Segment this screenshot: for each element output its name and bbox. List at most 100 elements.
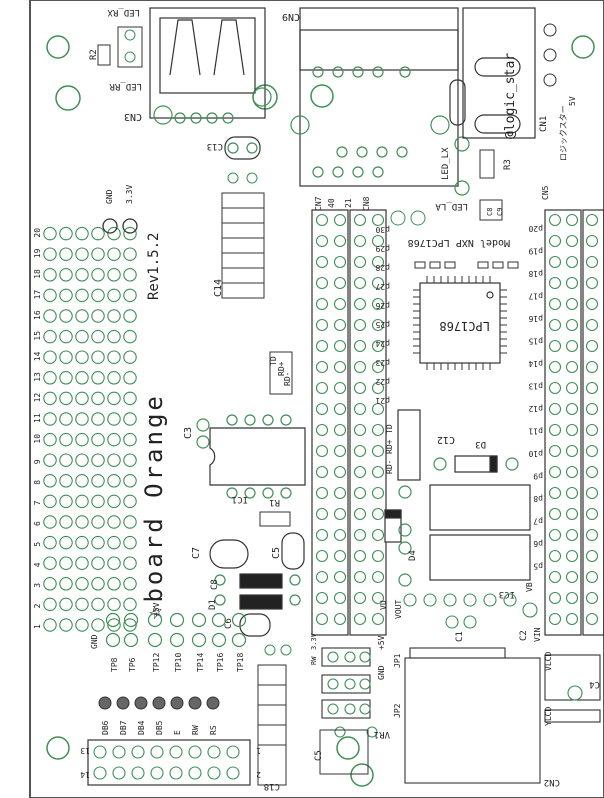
mbed-pad [585, 528, 599, 542]
mbed-pad [565, 549, 579, 563]
d4-label: D4 [408, 550, 418, 561]
led-rx-block [97, 26, 143, 68]
mbed-pad [585, 465, 599, 479]
mbed-pad [353, 507, 367, 521]
proto-pad [123, 474, 137, 488]
proto-pad [91, 618, 105, 632]
tp-label: TP10 [174, 653, 183, 672]
proto-pad [107, 350, 121, 364]
proto-row-number: 19 [33, 248, 42, 258]
proto-pad [43, 535, 57, 550]
mbed-pad [548, 276, 562, 290]
mbed-pad [315, 507, 329, 521]
proto-pad [123, 597, 137, 612]
power-block-bottom [321, 647, 601, 784]
c5-bottom [319, 729, 369, 775]
proto-pad [59, 412, 73, 426]
lcd-pad [188, 766, 202, 780]
mbed-pad [565, 465, 579, 479]
proto-pad [91, 515, 105, 529]
mbed-pad [548, 612, 562, 626]
mbed-pad [353, 486, 367, 500]
gnd-label: GND [105, 189, 114, 204]
proto-pad [91, 288, 105, 303]
mbed-pad [315, 486, 329, 500]
proto-pad [75, 577, 89, 591]
tp-pad-upper [105, 612, 121, 628]
mbed-pad [565, 444, 579, 458]
proto-pad [107, 597, 121, 612]
proto-pad [43, 494, 57, 509]
mbed-pad [315, 339, 329, 353]
proto-pad [107, 268, 121, 282]
proto-pad [123, 268, 137, 282]
proto-pad [43, 597, 57, 612]
proto-row-number: 5 [33, 542, 42, 547]
mbed-pad [315, 549, 329, 563]
mbed-pad [548, 255, 562, 269]
c3-label: C3 [183, 427, 194, 439]
proto-pad [75, 597, 89, 612]
mbed-pin-label: p10 [528, 449, 543, 458]
tp-pad [147, 632, 163, 648]
lcd-pin-label: DB7 [119, 720, 128, 735]
proto-pad [123, 329, 137, 344]
mbed-pad [548, 507, 562, 521]
vin-label: VIN [533, 627, 542, 642]
mbed-pad [315, 591, 329, 605]
mbed-pad [353, 591, 367, 605]
mbed-pad [548, 528, 562, 542]
c13-label: C13 [207, 141, 223, 151]
serial2-td: TD [385, 424, 394, 434]
mbed-pad [353, 213, 367, 227]
proto-pad [75, 371, 89, 385]
lcd-pad [169, 766, 183, 780]
mounting-hole-bl [46, 736, 70, 760]
proto-pad [123, 288, 137, 303]
proto-pad [75, 350, 89, 364]
power-jack-cn1 [449, 7, 536, 139]
mbed-pin-label: p20 [528, 224, 543, 233]
c1-label: C1 [455, 631, 465, 642]
mbed-pad [565, 234, 579, 248]
mbed-pad [565, 591, 579, 605]
tp-label: TP18 [236, 653, 245, 672]
lcd-n14: 14 [80, 770, 90, 779]
proto-row-number: 13 [33, 372, 42, 382]
proto-pad [43, 350, 57, 364]
mbed-pad [315, 297, 329, 311]
board-outline [29, 0, 604, 798]
led-la-label: LED_LA [435, 201, 468, 211]
cn9-pads [290, 66, 450, 178]
lcd-pin-label: E [173, 730, 182, 735]
proto-pad [123, 535, 137, 550]
mbed-pad [585, 297, 599, 311]
mbed-pad [353, 381, 367, 395]
board-revision-label: Rev1.5.2 [146, 233, 162, 300]
mbed-pad [585, 360, 599, 374]
v5b-label: +5V [377, 635, 386, 650]
mbed-pad [371, 297, 385, 311]
mbed-pad [585, 213, 599, 227]
tp-label: TP14 [196, 653, 205, 672]
mbed-pad [548, 318, 562, 332]
proto-pad [43, 618, 57, 632]
c14-label: C14 [213, 279, 224, 297]
gnd3-label: GND [377, 665, 386, 680]
mbed-pad [371, 549, 385, 563]
proto-row-number: 2 [33, 603, 42, 608]
mbed-left-header [311, 209, 387, 636]
mbed-pin-label: p29 [375, 244, 390, 253]
proto-pad [75, 268, 89, 282]
lcd-header-dots [98, 696, 220, 710]
proto-pad [75, 412, 89, 426]
mbed-pad [315, 234, 329, 248]
mbed-pad [565, 276, 579, 290]
mbed-pad [371, 339, 385, 353]
mbed-pin-label: p26 [375, 301, 390, 310]
mbed-pad [585, 612, 599, 626]
proto-pad [107, 535, 121, 550]
jp1-label: JP1 [393, 653, 402, 668]
